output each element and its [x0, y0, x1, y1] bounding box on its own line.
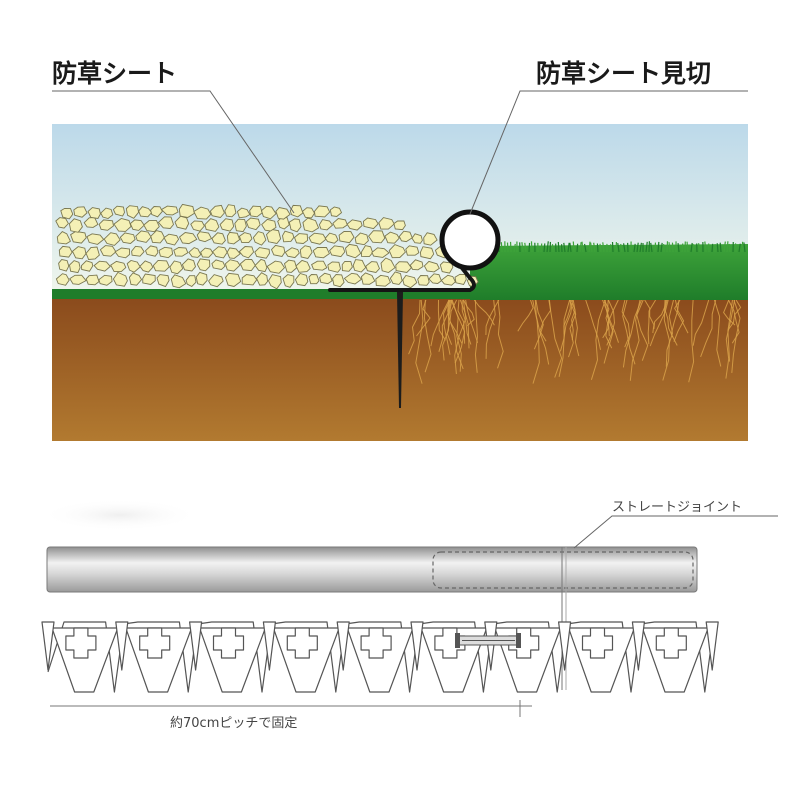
- label-sheet: 防草シート: [52, 59, 295, 214]
- grass-blades: [471, 241, 746, 253]
- cross-hole-icon: [139, 627, 171, 659]
- leader-line-edge: [469, 90, 748, 215]
- cross-hole-icon: [581, 627, 614, 659]
- grass-roots: [408, 299, 742, 384]
- stake-icon: [397, 292, 403, 408]
- label-sheet-edge-text: 防草シート見切: [536, 59, 711, 88]
- cross-hole-icon: [360, 627, 392, 659]
- haze: [40, 499, 200, 531]
- edging-pipe: [46, 546, 698, 593]
- label-sheet-edge: 防草シート見切: [469, 59, 748, 215]
- sheet-green-strip: [52, 289, 472, 299]
- joint-icon: [432, 551, 694, 589]
- label-sheet-text: 防草シート: [52, 59, 177, 88]
- label-pitch: 約70cmピッチで固定: [170, 716, 297, 731]
- leader-line-joint: [573, 515, 778, 549]
- cross-hole-icon: [212, 627, 245, 659]
- cross-hole-icon: [286, 627, 318, 659]
- leader-line-sheet: [52, 90, 295, 214]
- lawn: [470, 244, 748, 300]
- weed-sheet: [328, 266, 476, 292]
- label-straight-joint: ストレートジョイント: [612, 500, 742, 515]
- pin-connector: [455, 633, 521, 648]
- gravel-pile: [55, 203, 479, 290]
- spiked-strip: [41, 621, 719, 693]
- edging-profile: [439, 209, 501, 271]
- cross-hole-icon: [655, 627, 687, 659]
- cross-section: [52, 124, 748, 441]
- plan-view: ストレートジョイント 約70cmピッチで固定: [40, 499, 778, 731]
- cross-hole-icon: [65, 627, 97, 659]
